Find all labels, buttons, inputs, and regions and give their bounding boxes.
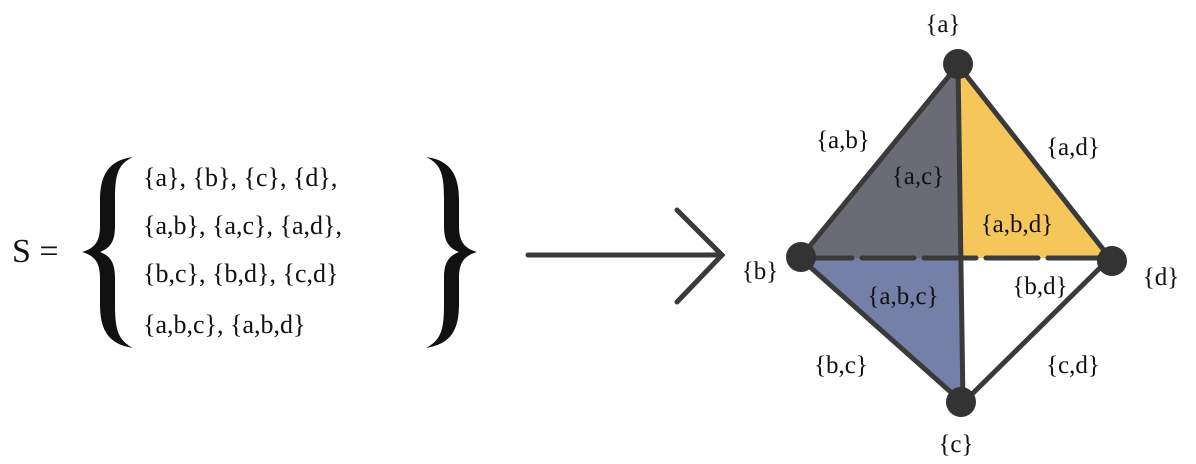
label-edge-ab: {a,b} [816,127,870,154]
label-edge-bc: {b,c} [814,352,868,379]
set-row-2: {a,b}, {a,c}, {a,d}, [143,211,342,240]
label-vertex-d: {d} [1143,264,1180,291]
label-vertex-c: {c} [938,431,973,458]
mapping-arrow [525,207,726,305]
vertex-d [1097,246,1127,276]
arrow-head [674,207,726,305]
simplicial-complex: {a} {b} {c} {d} {a,b} {a,c} {a,d} {b,c} … [742,11,1180,458]
label-vertex-a: {a} [925,11,960,38]
label-edge-ad: {a,d} [1046,134,1100,161]
set-row-4: {a,b,c}, {a,b,d} [143,310,306,339]
label-face-abc: {a,b,c} [867,283,938,310]
vertex-a [943,49,973,79]
edge-ac [955,62,966,406]
label-vertex-b: {b} [742,258,779,285]
edge-ab [797,62,961,261]
label-face-abd: {a,b,d} [981,211,1054,238]
label-edge-ac: {a,c} [892,163,944,190]
edge-ad [955,62,1113,261]
edge-bc [797,255,966,406]
edge-cd [960,255,1113,406]
left-brace [82,157,133,348]
vertex-c [946,387,976,417]
vertex-b [786,242,816,272]
label-edge-bd: {b,d} [1012,273,1067,300]
label-edge-cd: {c,d} [1046,352,1100,379]
right-brace [426,157,477,348]
set-lhs: S = [12,233,59,270]
set-row-3: {b,c}, {b,d}, {c,d} [143,259,338,288]
set-definition: S = {a}, {b}, {c}, {d}, {a,b}, {a,c}, {a… [12,157,477,348]
set-row-1: {a}, {b}, {c}, {d}, [143,163,337,192]
